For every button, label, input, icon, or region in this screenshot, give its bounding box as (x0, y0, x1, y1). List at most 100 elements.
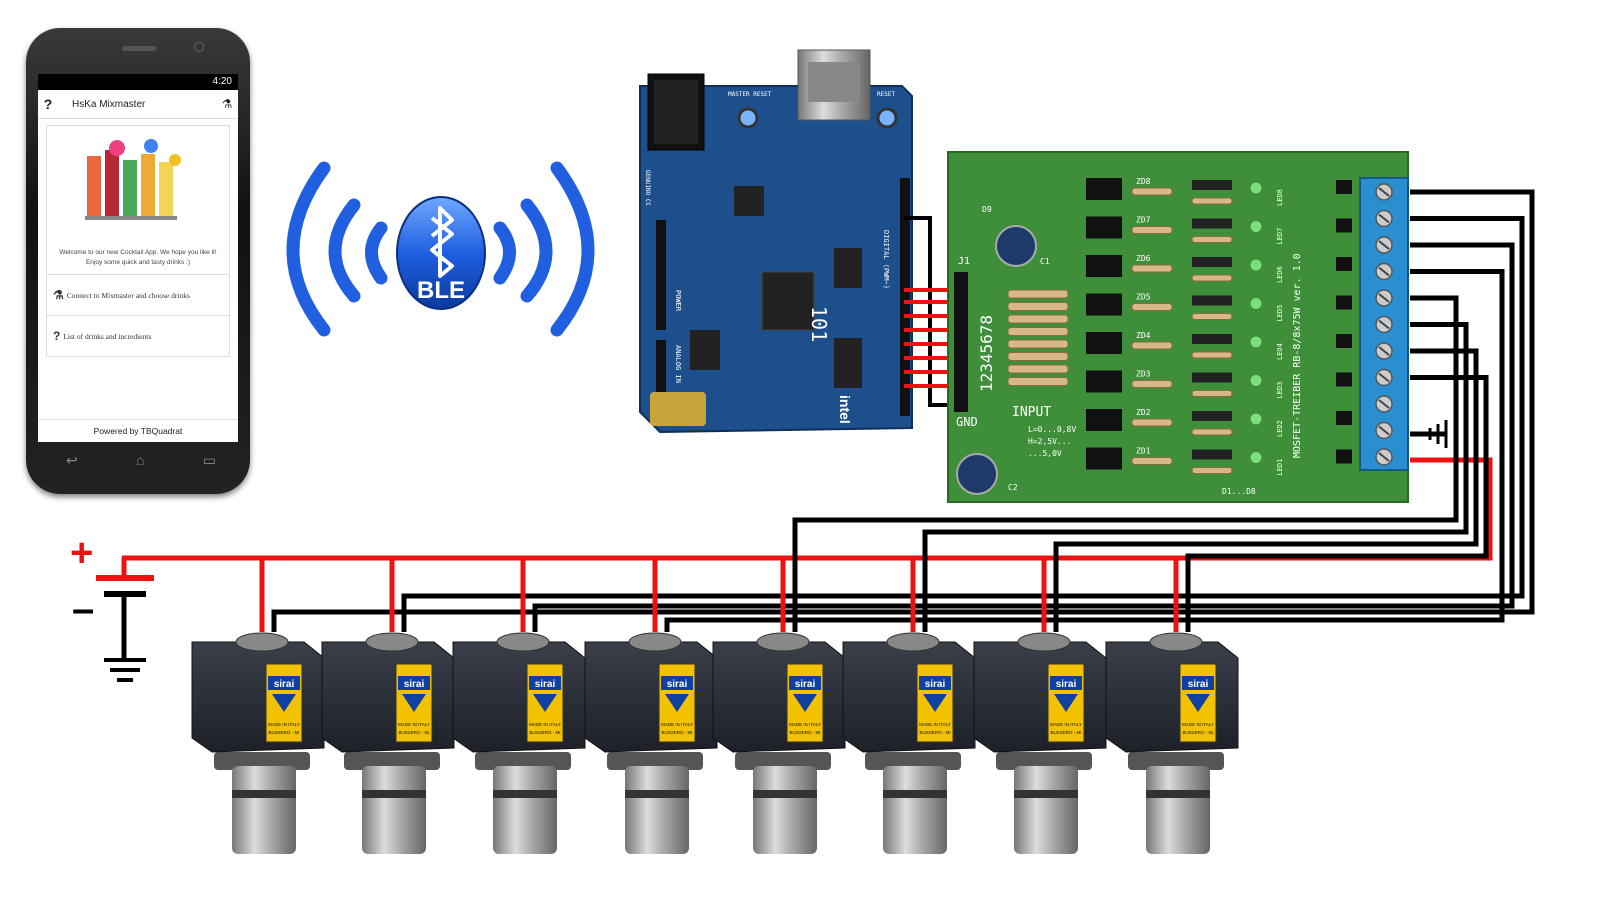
led-label: LED4 (1276, 343, 1284, 360)
made-in-text: MADE IN ITALY (789, 722, 821, 727)
footer: Powered by TBQuadrat (38, 419, 238, 442)
zd-label: ZD1 (1136, 447, 1151, 456)
mosfet-chip (1086, 370, 1122, 393)
zener-resistor (1131, 341, 1173, 350)
welcome-text: Welcome to our new Cocktail App. We hope… (59, 249, 217, 266)
cocktail-image (47, 126, 229, 244)
transistor (1336, 218, 1352, 233)
led-label: LED5 (1276, 305, 1284, 322)
made-in-text: MADE IN ITALY (919, 722, 951, 727)
reset-label: RESET (877, 91, 895, 98)
minus-label: – (72, 587, 94, 631)
valve-terminal (365, 632, 419, 652)
valve-coil (1105, 641, 1239, 753)
brand-badge (1050, 676, 1082, 690)
valve-plunger (625, 766, 689, 854)
battery-symbol: + – (70, 531, 154, 682)
valve-coil (191, 641, 325, 753)
valve-wires (259, 189, 1535, 632)
app-bar: ? HsKa Mixmaster ⚗ (38, 90, 238, 119)
resistor (1007, 339, 1069, 349)
place-text: BUSSERO - MI (398, 730, 429, 735)
brand-badge (789, 676, 821, 690)
valve-coil (584, 641, 718, 753)
place-text: BUSSERO - MI (529, 730, 560, 735)
diode (1192, 372, 1232, 383)
status-led (1249, 335, 1263, 349)
status-led (1249, 297, 1263, 310)
back-icon[interactable]: ↩ (66, 452, 78, 468)
valve-coil (842, 641, 976, 753)
transistor (1336, 257, 1352, 271)
status-bar: 4:20 (38, 74, 238, 90)
mosfet-driver-board: J1 12345678 GND INPUT L=0...0,8V H=2,5V.… (947, 151, 1409, 503)
input-label: INPUT (1012, 405, 1051, 420)
resistor (1007, 364, 1069, 374)
level-low: L=0...0,8V (1028, 425, 1076, 434)
zd-label: ZD5 (1136, 293, 1151, 302)
brand-badge (398, 676, 430, 690)
help-icon[interactable]: ? (43, 96, 53, 112)
mosfet-chip (1086, 447, 1122, 470)
brand-triangle (402, 694, 426, 712)
mosfet-chip (1086, 409, 1122, 431)
board-brand: intel (837, 395, 853, 424)
status-led (1249, 220, 1263, 233)
diode (1192, 257, 1232, 267)
phone-screen: 4:20 ? HsKa Mixmaster ⚗ Welcom (38, 74, 238, 442)
c1-label: C1 (1040, 257, 1050, 266)
status-led (1249, 258, 1263, 272)
recents-icon[interactable]: ▭ (202, 452, 216, 468)
valve-flange (344, 752, 440, 770)
valve-ring (232, 790, 296, 798)
brand-text: sirai (795, 679, 816, 690)
made-in-text: MADE IN ITALY (661, 722, 693, 727)
transistor (1336, 334, 1352, 348)
zd-label: ZD6 (1136, 254, 1151, 263)
valve-terminal (756, 632, 810, 652)
question-icon: ? (53, 329, 61, 343)
diode (1192, 295, 1232, 306)
mosfet-chip (1086, 216, 1122, 239)
valve-plunger (753, 766, 817, 854)
status-time: 4:20 (212, 76, 232, 87)
valve-ring (883, 790, 947, 798)
brand-text: sirai (1056, 679, 1077, 690)
menu-drinks-list[interactable]: ? List of drinks and incredients (46, 316, 230, 357)
brand-triangle (272, 694, 296, 712)
master-reset-label: MASTER RESET (728, 91, 772, 98)
zener-resistor (1131, 264, 1173, 273)
d9-label: D9 (982, 205, 992, 214)
home-icon[interactable]: ⌂ (136, 452, 145, 468)
place-text: BUSSERO - MI (1182, 730, 1213, 735)
valve-coil (712, 641, 846, 753)
valve-terminal (886, 632, 940, 652)
speaker (122, 46, 156, 51)
place-text: BUSSERO - MI (919, 730, 950, 735)
resistor (1007, 377, 1069, 386)
valve-terminal (496, 632, 550, 652)
valve-ring (1014, 790, 1078, 798)
made-in-text: MADE IN ITALY (1050, 722, 1082, 727)
flask-icon: ⚗ (53, 288, 64, 302)
brand-text: sirai (535, 679, 556, 690)
transistor (1336, 449, 1352, 464)
flask-icon[interactable]: ⚗ (221, 97, 233, 111)
d1-d8-label: D1...D8 (1222, 487, 1256, 496)
led-label: LED2 (1276, 420, 1284, 437)
diode (1192, 411, 1232, 421)
brand-triangle (1186, 694, 1210, 712)
screw-slot (1378, 399, 1390, 409)
screw-slot (1378, 187, 1390, 197)
power-wiring (122, 431, 1493, 561)
arduino-board: MASTER RESET RESET 101 intel DIGITAL (PW… (639, 49, 913, 434)
valve-return-wire (532, 242, 1515, 632)
valve-return-wire (1053, 348, 1479, 632)
brand-triangle (793, 694, 817, 712)
brand-badge (529, 676, 561, 690)
menu-connect[interactable]: ⚗ Connect to Mixmaster and choose drinks (46, 275, 230, 316)
zener-resistor (1131, 303, 1173, 311)
valve-coil (452, 641, 586, 753)
